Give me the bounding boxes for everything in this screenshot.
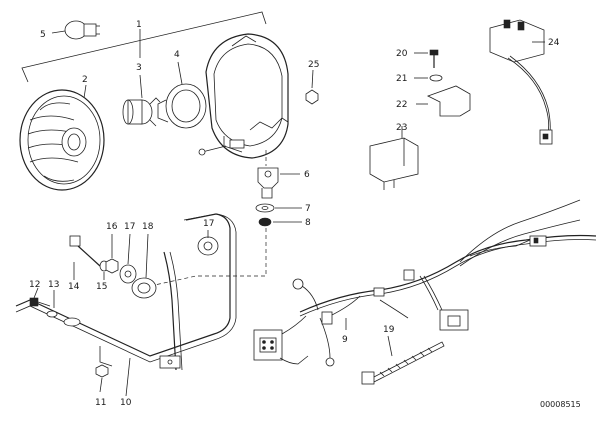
assembly-bracket xyxy=(21,11,267,83)
switch-part-24 xyxy=(489,19,553,145)
callout-22: 22 xyxy=(396,100,407,110)
callout-labels: 1 2 3 4 5 6 7 8 9 10 11 12 13 14 15 16 1… xyxy=(29,20,581,409)
nut-part-11 xyxy=(95,364,109,393)
headlight-lens-part xyxy=(19,84,105,191)
bulb-socket-part xyxy=(122,74,161,127)
callout-17b: 17 xyxy=(203,219,214,229)
bolt-part-12 xyxy=(29,287,51,307)
callout-20: 20 xyxy=(396,49,408,59)
callout-19: 19 xyxy=(383,325,395,335)
callout-14: 14 xyxy=(68,282,80,292)
callout-2: 2 xyxy=(82,75,88,85)
washer-part-7 xyxy=(255,203,302,213)
headlight-housing-part xyxy=(205,33,289,159)
callout-4: 4 xyxy=(174,50,180,60)
callout-21: 21 xyxy=(396,74,407,84)
rubber-mount-part-18 xyxy=(131,233,157,299)
callout-10: 10 xyxy=(120,398,132,408)
reflector-cup-part xyxy=(157,61,207,129)
callout-8: 8 xyxy=(305,218,311,228)
wiring-harness-part-9 xyxy=(253,199,597,367)
callout-13: 13 xyxy=(48,280,59,290)
callout-5: 5 xyxy=(40,30,46,40)
nut-part-8 xyxy=(258,217,302,227)
screw-part-20 xyxy=(414,49,439,68)
bracket-part-6 xyxy=(257,167,300,199)
callout-1: 1 xyxy=(136,20,142,30)
bulb-part xyxy=(51,20,100,40)
callout-3: 3 xyxy=(136,63,142,73)
bracket-part-22 xyxy=(416,85,471,117)
washer-part-17a xyxy=(119,233,137,284)
housing-screw-part xyxy=(198,145,227,156)
callout-17a: 17 xyxy=(124,222,135,232)
washer-part-21 xyxy=(414,74,443,82)
nut-part-25 xyxy=(305,69,319,105)
callout-16: 16 xyxy=(106,222,118,232)
callout-23: 23 xyxy=(396,123,407,133)
callout-25: 25 xyxy=(308,60,319,70)
callout-11: 11 xyxy=(95,398,106,408)
callout-15: 15 xyxy=(96,282,107,292)
callout-12: 12 xyxy=(29,280,40,290)
rubber-mount-part-17b xyxy=(197,230,219,256)
bolt-part-14 xyxy=(69,235,101,280)
callout-6: 6 xyxy=(304,170,310,180)
callout-7: 7 xyxy=(305,204,311,214)
nut-part-16 xyxy=(105,234,119,274)
assembly-dash-lines xyxy=(149,150,267,287)
callout-9: 9 xyxy=(342,335,348,345)
callout-24: 24 xyxy=(548,38,560,48)
support-bar-part-10 xyxy=(15,213,237,397)
cable-tie-part-19 xyxy=(361,335,445,385)
spacer-part-13 xyxy=(46,290,81,327)
diagram-reference-number: 00008515 xyxy=(540,400,581,409)
relay-part-23 xyxy=(369,126,419,190)
callout-18: 18 xyxy=(142,222,154,232)
